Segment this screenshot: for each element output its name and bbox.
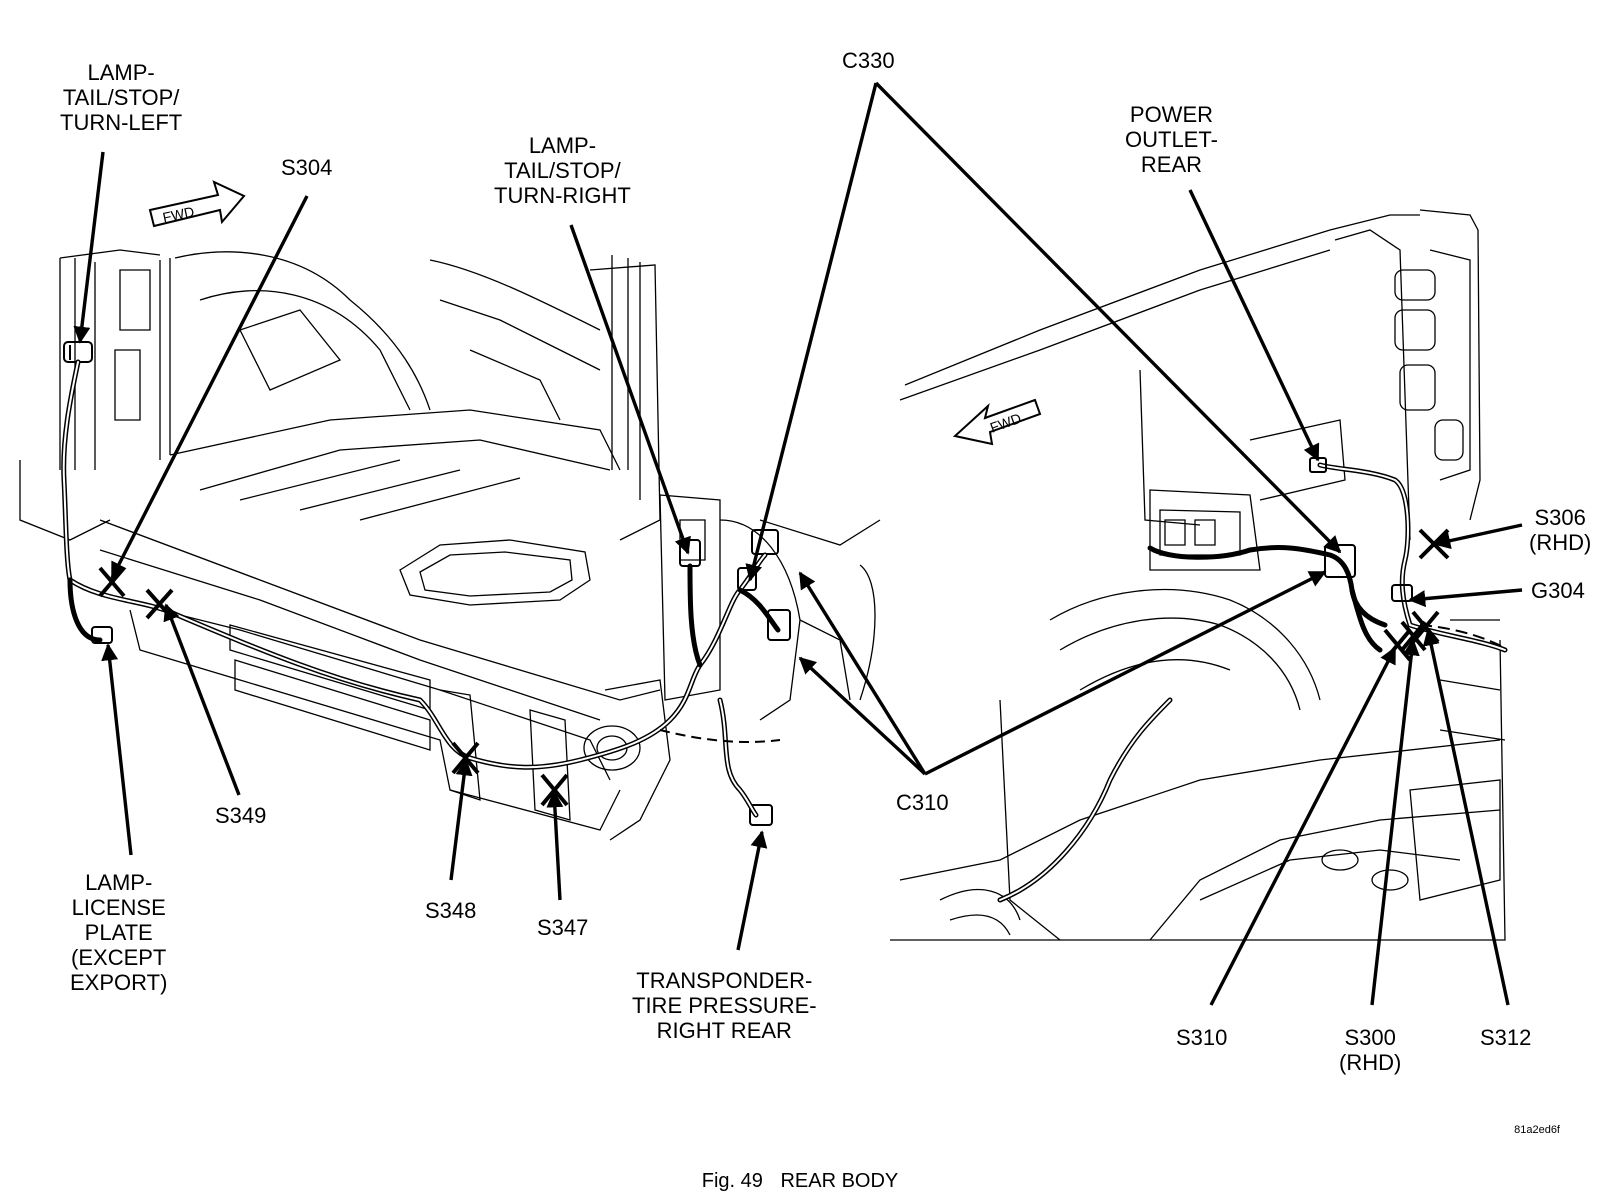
splice-s304-mark [98,566,126,598]
label-lamp-tail-right: LAMP- TAIL/STOP/ TURN-RIGHT [494,133,631,208]
label-s348: S348 [425,898,477,923]
splice-s306-mark [1418,528,1450,560]
label-s300: S300 (RHD) [1339,1025,1402,1075]
transponder-connector [749,804,773,826]
fwd-arrow-left: FWD [148,180,246,228]
left-taillamp-connector [63,341,93,363]
label-c330: C330 [842,48,895,73]
figure-caption: Fig. 49 REAR BODY [0,1170,1600,1193]
fwd-label-right: FWD [988,410,1023,436]
label-s310: S310 [1176,1025,1228,1050]
label-g304: G304 [1531,578,1585,603]
figure-title: REAR BODY [780,1170,899,1192]
label-s312: S312 [1480,1025,1532,1050]
figure-id: 81a2ed6f [1514,1124,1560,1136]
label-s347: S347 [537,915,589,940]
label-lamp-tail-left: LAMP- TAIL/STOP/ TURN-LEFT [60,60,183,135]
label-transponder: TRANSPONDER- TIRE PRESSURE- RIGHT REAR [632,968,817,1043]
label-s349: S349 [215,803,267,828]
label-power-outlet: POWER OUTLET- REAR [1125,102,1218,177]
leader-lines [73,81,1523,1006]
right-wire-harness [997,457,1508,903]
label-c310: C310 [896,790,949,815]
fwd-label-left: FWD [161,203,196,225]
label-s304: S304 [281,155,333,180]
figure-number: Fig. 49 [701,1170,763,1192]
label-s306: S306 (RHD) [1529,505,1592,555]
label-lamp-license: LAMP- LICENSE PLATE (EXCEPT EXPORT) [70,870,168,995]
left-wire-harness [61,359,781,818]
license-lamp-connector [91,626,113,644]
fwd-arrow-right: FWD [952,398,1042,446]
right-view-body [890,209,1506,941]
